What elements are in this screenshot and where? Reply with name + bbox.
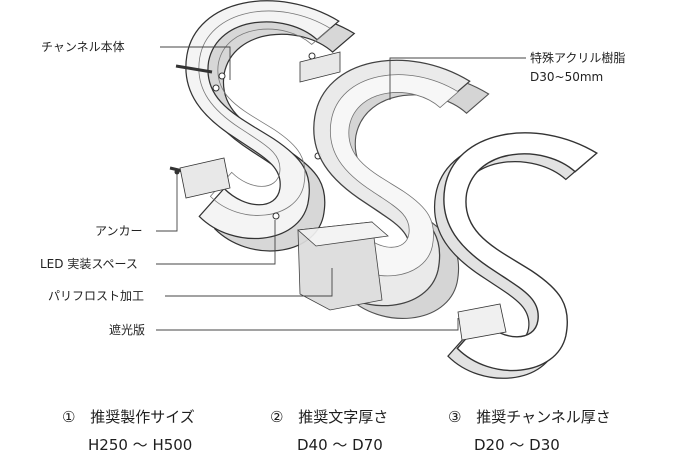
bolt-hole (272, 212, 280, 220)
bolt-hole (218, 72, 226, 80)
spec-3-marker: ③ (448, 408, 462, 426)
label-anchor: アンカー (95, 224, 143, 238)
label-parifrost: パリフロスト加工 (48, 289, 144, 303)
label-channel-body: チャンネル本体 (41, 40, 125, 54)
bolt-hole (212, 84, 220, 92)
led-space-letter (297, 59, 490, 320)
spec-2-title-text: 推奨文字厚さ (298, 408, 389, 426)
label-led-space: LED 実装スペース (40, 256, 138, 271)
label-acrylic: 特殊アクリル樹脂 (530, 50, 625, 65)
spec-3-value: D20 ～ D30 (474, 436, 560, 454)
spec-3-title: ③ 推奨チャンネル厚さ (448, 410, 611, 425)
channel-return-block (179, 157, 231, 199)
spec-2-marker: ② (270, 408, 284, 426)
spec-1-marker: ① (62, 408, 76, 426)
label-acrylic-depth: D30~50mm (530, 70, 603, 84)
spec-2-value: D40 ～ D70 (297, 436, 383, 454)
spec-1-title-text: 推奨製作サイズ (90, 408, 195, 426)
frosted-block-top (297, 221, 389, 247)
spec-1-title: ① 推奨製作サイズ (62, 410, 195, 425)
light-shield-plate-edge (457, 303, 507, 341)
channel-return-block (299, 51, 341, 83)
acrylic-face-letter (433, 132, 598, 380)
leader-dot-anchor (174, 169, 180, 175)
label-shield-plate: 遮光版 (109, 322, 145, 337)
channel-body-letter (169, 0, 356, 252)
spec-2-title: ② 推奨文字厚さ (270, 410, 388, 425)
spec-3-title-text: 推奨チャンネル厚さ (476, 408, 611, 426)
spec-1-value: H250 ～ H500 (88, 436, 193, 454)
anchor-rod-top (175, 64, 213, 74)
leader-lines (156, 46, 526, 331)
